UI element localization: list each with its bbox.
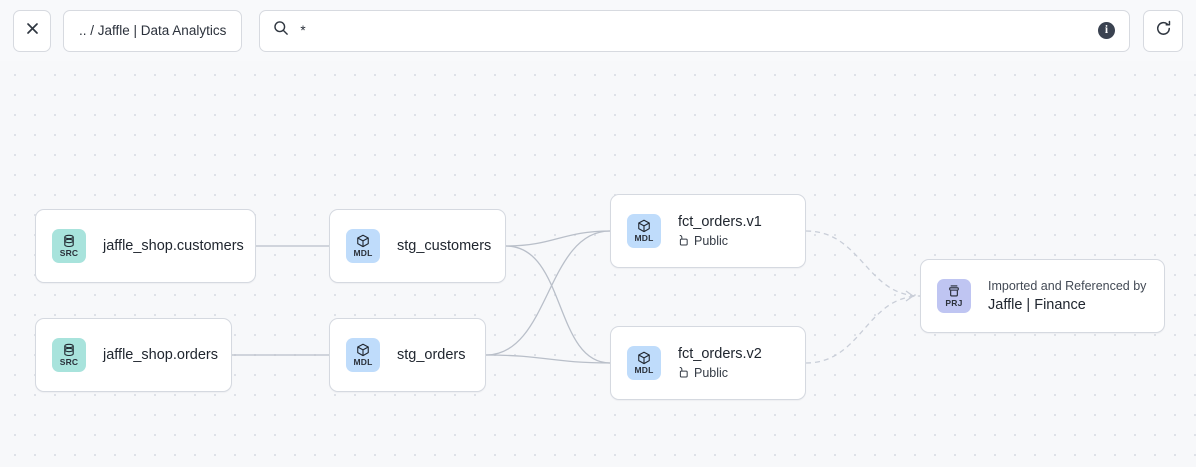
- toolbar: .. / Jaffle | Data Analytics i: [0, 0, 1196, 61]
- refresh-button[interactable]: [1143, 9, 1183, 52]
- badge-label: MDL: [634, 233, 654, 243]
- node-stg-customers[interactable]: MDL stg_customers: [329, 209, 506, 283]
- node-visibility: Public: [678, 366, 762, 381]
- node-stg-orders[interactable]: MDL stg_orders: [329, 318, 486, 392]
- node-title: jaffle_shop.orders: [103, 346, 219, 363]
- refresh-icon: [1155, 20, 1172, 42]
- node-fct-orders-v1[interactable]: MDL fct_orders.v1 Public: [610, 194, 806, 268]
- node-title: stg_orders: [397, 346, 466, 363]
- badge-label: SRC: [59, 248, 79, 258]
- cube-icon: [637, 351, 651, 365]
- node-src-orders[interactable]: SRC jaffle_shop.orders: [35, 318, 232, 392]
- node-caption: Imported and Referenced by: [988, 278, 1147, 293]
- node-title: Jaffle | Finance: [988, 296, 1086, 313]
- node-body: fct_orders.v1 Public: [678, 214, 762, 249]
- badge-label: PRJ: [945, 298, 963, 308]
- model-badge: MDL: [346, 338, 380, 372]
- visibility-label: Public: [694, 366, 729, 380]
- node-project-jaffle-finance[interactable]: PRJ Imported and Referenced by Jaffle | …: [920, 259, 1165, 333]
- visibility-label: Public: [694, 234, 729, 248]
- model-badge: MDL: [627, 346, 661, 380]
- search-input[interactable]: [300, 23, 1087, 38]
- source-badge: SRC: [52, 338, 86, 372]
- badge-label: MDL: [353, 357, 373, 367]
- source-badge: SRC: [52, 229, 86, 263]
- node-body: Imported and Referenced by Jaffle | Fina…: [988, 279, 1146, 314]
- node-body: jaffle_shop.orders: [103, 347, 218, 364]
- project-box-icon: [947, 284, 961, 298]
- cube-icon: [356, 234, 370, 248]
- breadcrumb[interactable]: .. / Jaffle | Data Analytics: [63, 9, 243, 52]
- close-button[interactable]: [13, 9, 51, 52]
- node-body: fct_orders.v2 Public: [678, 346, 762, 381]
- search-icon: [273, 20, 289, 41]
- node-title: jaffle_shop.customers: [103, 237, 244, 254]
- project-badge: PRJ: [937, 279, 971, 313]
- search-box[interactable]: i: [259, 9, 1130, 52]
- cube-icon: [637, 219, 651, 233]
- info-icon[interactable]: i: [1098, 22, 1115, 39]
- node-body: stg_orders: [397, 347, 466, 364]
- node-title: fct_orders.v2: [678, 345, 762, 362]
- node-body: stg_customers: [397, 238, 491, 255]
- node-title: fct_orders.v1: [678, 213, 762, 230]
- model-badge: MDL: [346, 229, 380, 263]
- unlock-icon: [678, 234, 689, 249]
- badge-label: SRC: [59, 357, 79, 367]
- node-fct-orders-v2[interactable]: MDL fct_orders.v2 Public: [610, 326, 806, 400]
- database-icon: [62, 234, 76, 248]
- node-title: stg_customers: [397, 237, 492, 254]
- node-visibility: Public: [678, 234, 762, 249]
- close-icon: [25, 21, 40, 41]
- database-icon: [62, 343, 76, 357]
- node-body: jaffle_shop.customers: [103, 238, 244, 255]
- unlock-icon: [678, 366, 689, 381]
- node-src-customers[interactable]: SRC jaffle_shop.customers: [35, 209, 256, 283]
- model-badge: MDL: [627, 214, 661, 248]
- cube-icon: [356, 343, 370, 357]
- badge-label: MDL: [634, 365, 654, 375]
- badge-label: MDL: [353, 248, 373, 258]
